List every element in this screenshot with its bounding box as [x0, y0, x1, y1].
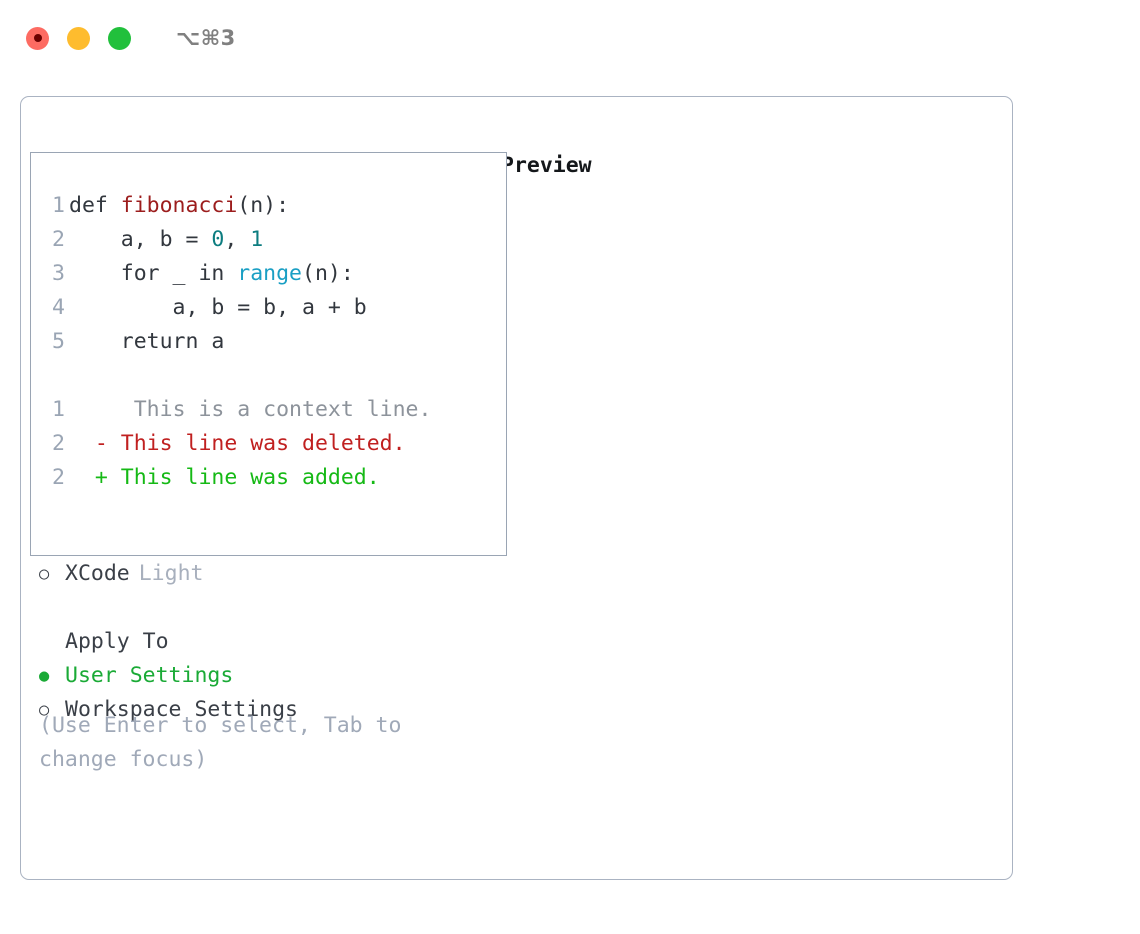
code-line: 5 return a	[31, 325, 506, 359]
code-line: 4 a, b = b, a + b	[31, 291, 506, 325]
title-bar: ⌥⌘3	[0, 0, 1140, 76]
section-spacer	[39, 591, 491, 625]
code-line-text: a, b = b, a + b	[69, 291, 367, 325]
diff-line-text: This is a context line.	[107, 397, 432, 422]
diff-sign: +	[69, 465, 108, 490]
diff-line: 2 + This line was added.	[31, 461, 506, 495]
apply-to-heading-label: Apply To	[65, 629, 169, 654]
apply-to-item[interactable]: ○ Workspace Settings	[39, 693, 491, 727]
apply-to-label: User Settings	[65, 663, 234, 688]
diff-line: 2 - This line was deleted.	[31, 427, 506, 461]
code-line-text: return a	[69, 325, 225, 359]
code-token-plain: (n):	[237, 193, 290, 218]
code-token-plain: a, b =	[69, 227, 212, 252]
diff-line-text: This line was deleted.	[107, 431, 406, 456]
code-token-plain: def	[69, 193, 121, 218]
apply-to-label: Workspace Settings	[65, 697, 298, 722]
close-button[interactable]	[26, 26, 49, 50]
code-line: 3 for _ in range(n):	[31, 257, 506, 291]
code-line-text: def fibonacci(n):	[69, 189, 289, 223]
code-token-plain: a, b = b, a + b	[69, 295, 367, 320]
maximize-button[interactable]	[108, 26, 131, 50]
code-token-plain: ,	[224, 227, 251, 252]
code-line-number: 4	[52, 295, 65, 320]
diff-sample: 1 This is a context line.2 - This line w…	[31, 393, 506, 495]
diff-sign: -	[69, 431, 108, 456]
keyboard-hint: (Use Enter to select, Tab to change focu…	[39, 713, 402, 772]
content-panel: > Select Theme ○ANSIDark○Atom OneDark○Ay…	[20, 96, 1013, 880]
code-line-text: a, b = 0, 1	[69, 223, 263, 257]
preview-column: Preview	[501, 149, 1001, 183]
theme-list-item[interactable]: ○ XCode Light	[39, 557, 491, 591]
preview-title: Preview	[501, 153, 592, 178]
diff-line-number: 2	[52, 465, 65, 490]
radio-unselected-icon: ○	[39, 564, 50, 584]
diff-line: 1 This is a context line.	[31, 393, 506, 427]
diff-line-number: 1	[52, 397, 65, 422]
diff-sign	[69, 393, 108, 427]
apply-to-item[interactable]: ● User Settings	[39, 659, 491, 693]
code-line-number: 2	[52, 227, 65, 252]
traffic-lights	[26, 26, 131, 50]
code-token-num: 0	[211, 227, 225, 252]
code-diff-spacer	[31, 359, 506, 393]
code-line-number: 1	[52, 193, 65, 218]
code-token-call: range	[237, 261, 303, 286]
code-token-plain: for _ in	[69, 261, 238, 286]
code-token-plain: return a	[69, 329, 225, 354]
apply-to-list: ● User Settings ○ Workspace Settings	[39, 659, 491, 727]
diff-line-number: 2	[52, 431, 65, 456]
theme-name-label: XCode	[65, 561, 130, 586]
code-token-num: 1	[250, 227, 264, 252]
radio-unselected-icon: ○	[39, 700, 50, 720]
keyboard-shortcut-label: ⌥⌘3	[176, 26, 236, 50]
theme-variant-badge: Light	[138, 561, 204, 586]
minimize-button[interactable]	[67, 26, 90, 50]
recording-indicator-icon	[33, 34, 42, 42]
diff-line-text: This line was added.	[107, 465, 380, 490]
code-line: 2 a, b = 0, 1	[31, 223, 506, 257]
code-line-number: 3	[52, 261, 65, 286]
code-token-fn: fibonacci	[120, 193, 238, 218]
code-line-text: for _ in range(n):	[69, 257, 354, 291]
radio-selected-icon: ●	[39, 666, 50, 686]
code-line-number: 5	[52, 329, 65, 354]
heading-marker-spacer: ○	[39, 625, 65, 659]
code-token-plain: (n):	[302, 261, 354, 286]
apply-to-heading: ○ Apply To	[39, 625, 491, 659]
